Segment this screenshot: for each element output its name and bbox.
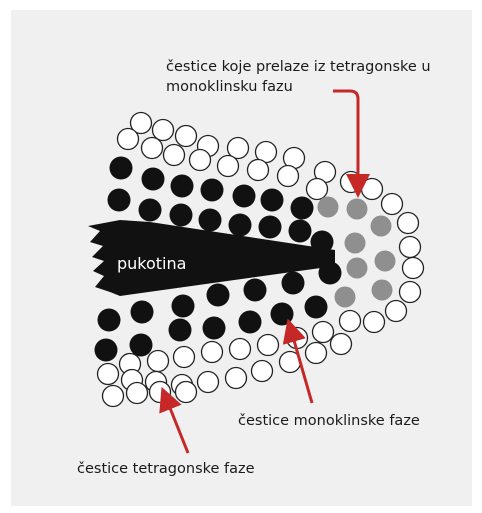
tetragonal-particle [401, 256, 425, 280]
tetragonal-particle [398, 280, 422, 304]
label-transforming-line2: monoklinsku fazu [166, 79, 293, 95]
tetragonal-particle [338, 309, 362, 333]
tetragonal-particle [101, 384, 125, 408]
label-transforming-line1: čestice koje prelaze iz tetragonske u [166, 59, 431, 75]
transforming-particle [374, 250, 396, 272]
label-monoclinic: čestice monoklinske faze [238, 413, 420, 429]
monoclinic-particle [94, 338, 118, 362]
tetragonal-particle [125, 381, 149, 405]
tetragonal-particle [226, 136, 250, 160]
tetragonal-particle [140, 136, 164, 160]
transforming-particles [317, 196, 396, 308]
tetragonal-particle [311, 320, 335, 344]
monoclinic-particle [290, 196, 314, 220]
monoclinic-particles [94, 156, 342, 362]
monoclinic-particle [138, 198, 162, 222]
tetragonal-particle [196, 370, 220, 394]
monoclinic-particle [243, 278, 267, 302]
tetragonal-particle [305, 177, 329, 201]
tetragonal-particle [174, 124, 198, 148]
tetragonal-particle [146, 349, 170, 373]
transforming-particle [344, 232, 366, 254]
monoclinic-particle [109, 156, 133, 180]
tetragonal-particle [396, 211, 420, 235]
monoclinic-particle [304, 295, 328, 319]
monoclinic-particle [168, 318, 192, 342]
tetragonal-particle [276, 164, 300, 188]
transforming-particle [346, 198, 368, 220]
monoclinic-particle [107, 188, 131, 212]
tetragonal-particle [129, 111, 153, 135]
monoclinic-particle [200, 178, 224, 202]
tetragonal-particle [384, 299, 408, 323]
tetragonal-particle [246, 158, 270, 182]
monoclinic-particle [97, 308, 121, 332]
monoclinic-particle [141, 167, 165, 191]
tetragonal-particle [116, 127, 140, 151]
monoclinic-particle [232, 184, 256, 208]
transforming-particle [334, 286, 356, 308]
monoclinic-particle [270, 302, 294, 326]
monoclinic-particle [281, 271, 305, 295]
transforming-particle [346, 257, 368, 279]
tetragonal-particle [224, 366, 248, 390]
arrow-transforming [333, 89, 370, 198]
monoclinic-particle [202, 316, 226, 340]
transforming-particle [317, 196, 339, 218]
monoclinic-particle [238, 310, 262, 334]
arrow-tetragonal [159, 386, 190, 454]
tetragonal-particle [228, 337, 252, 361]
tetragonal-particle [329, 332, 353, 356]
tetragonal-particle [256, 333, 280, 357]
monoclinic-particle [258, 215, 282, 239]
monoclinic-particle [198, 208, 222, 232]
monoclinic-particle [169, 203, 193, 227]
tetragonal-particle [216, 154, 240, 178]
tetragonal-particle [200, 340, 224, 364]
tetragonal-particle [398, 235, 422, 259]
tetragonal-particles [96, 111, 425, 408]
monoclinic-particle [228, 213, 252, 237]
transforming-particle [370, 215, 392, 237]
arrow-monoclinic [282, 318, 314, 404]
tetragonal-particle [162, 143, 186, 167]
tetragonal-particle [172, 345, 196, 369]
monoclinic-particle [171, 294, 195, 318]
tetragonal-particle [360, 177, 384, 201]
monoclinic-particle [206, 283, 230, 307]
label-crack: pukotina [117, 254, 187, 273]
tetragonal-particle [380, 192, 404, 216]
tetragonal-particle [96, 362, 120, 386]
label-tetragonal: čestice tetragonske faze [77, 461, 255, 477]
tetragonal-particle [188, 148, 212, 172]
crack-shape [88, 220, 335, 296]
tetragonal-particle [250, 359, 274, 383]
tetragonal-particle [174, 380, 198, 404]
tetragonal-particle [362, 310, 386, 334]
monoclinic-particle [129, 333, 153, 357]
tetragonal-particle [304, 341, 328, 365]
monoclinic-particle [130, 300, 154, 324]
tetragonal-particle [151, 118, 175, 142]
monoclinic-particle [260, 188, 284, 212]
transforming-particle [371, 279, 393, 301]
monoclinic-particle [170, 174, 194, 198]
monoclinic-particle [288, 219, 312, 243]
